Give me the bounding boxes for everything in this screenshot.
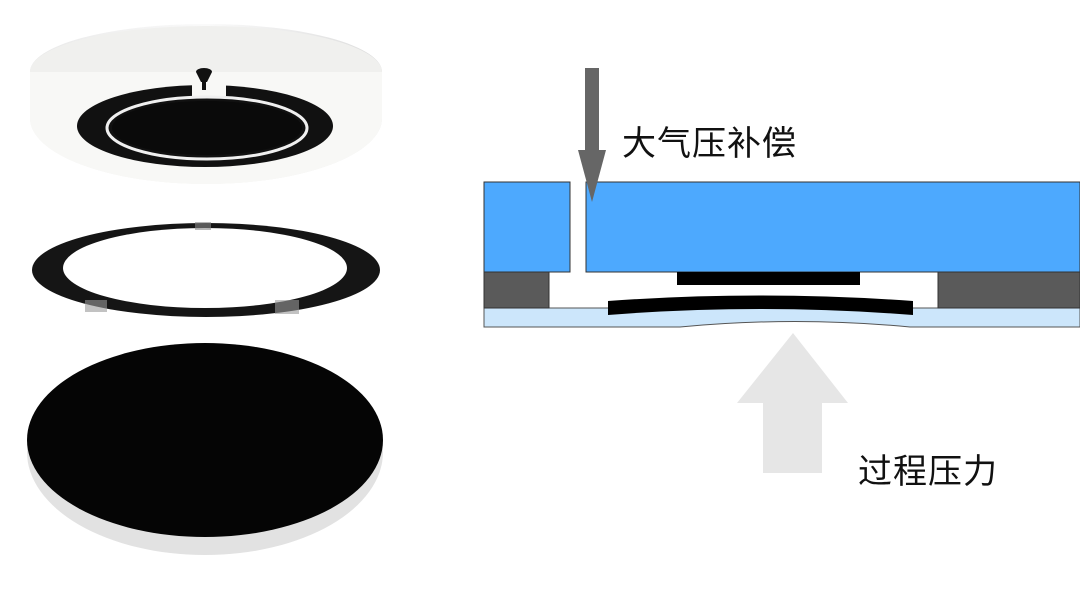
seal-ring-photo xyxy=(32,222,380,317)
sensor-cross-section xyxy=(483,181,1080,328)
substrate-right xyxy=(585,181,1080,273)
diaphragm-layer xyxy=(483,307,1080,328)
atmospheric-compensation-label: 大气压补偿 xyxy=(622,124,797,164)
process-pressure-label: 过程压力 xyxy=(858,452,998,492)
contact-pad xyxy=(196,68,212,82)
center-electrode xyxy=(112,101,302,155)
process-pressure-arrow xyxy=(737,333,848,473)
fixed-electrode xyxy=(677,272,860,285)
spacer-right xyxy=(937,271,1080,309)
atmospheric-arrow xyxy=(578,68,606,202)
substrate-left xyxy=(483,181,571,273)
diaphragm-disc-photo xyxy=(27,343,383,555)
moving-electrode xyxy=(608,295,913,315)
ceramic-base-photo xyxy=(30,24,382,184)
spacer-left xyxy=(483,271,550,309)
